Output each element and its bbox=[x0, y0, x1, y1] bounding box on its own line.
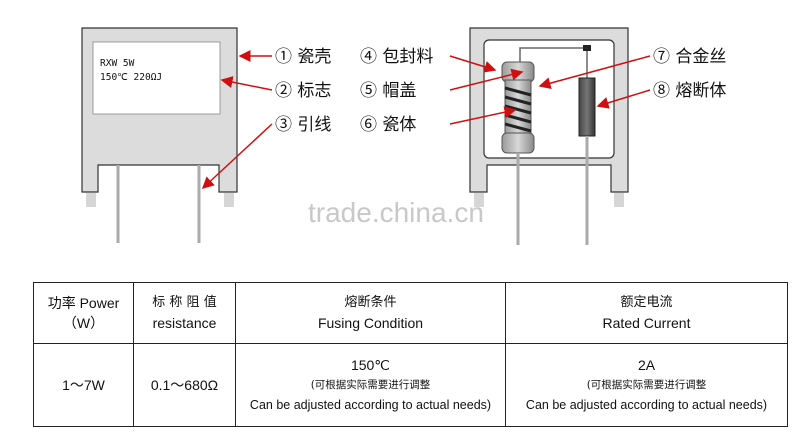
label-cap: ⑤ 帽盖 bbox=[360, 81, 416, 101]
cell-power: 1～7W bbox=[33, 343, 134, 427]
label-ceramic-body: ⑥ 瓷体 bbox=[360, 115, 416, 135]
label-fuse-body: ⑧ 熔断体 bbox=[653, 81, 726, 101]
table-row: 1～7W 0.1～680Ω 150℃ (可根据实际需要进行调整 Can be a… bbox=[33, 343, 788, 427]
resistor-diagram: RXW 5W 150℃ 220ΩJ bbox=[81, 27, 726, 245]
spec-table: 功率 Power （W） 标 称 阻 值 resistance 熔断条件 Fus… bbox=[33, 282, 788, 427]
header-power: 功率 Power （W） bbox=[33, 282, 134, 344]
header-resistance: 标 称 阻 值 resistance bbox=[133, 282, 236, 344]
cell-current: 2A (可根据实际需要进行调整 Can be adjusted accordin… bbox=[505, 343, 788, 427]
label-lead-wire: ③ 引线 bbox=[275, 115, 331, 135]
cell-fusing: 150℃ (可根据实际需要进行调整 Can be adjusted accord… bbox=[235, 343, 506, 427]
left-resistor: RXW 5W 150℃ 220ΩJ bbox=[81, 27, 238, 243]
marking-line2: 150℃ 220ΩJ bbox=[100, 72, 162, 83]
cell-resistance: 0.1～680Ω bbox=[133, 343, 236, 427]
label-marking: ② 标志 bbox=[275, 81, 331, 101]
marking-label bbox=[92, 41, 221, 115]
right-resistor-cutaway bbox=[469, 27, 629, 245]
label-alloy-wire: ⑦ 合金丝 bbox=[653, 47, 726, 67]
label-ceramic-shell: ① 瓷壳 bbox=[275, 47, 331, 67]
table-header-row: 功率 Power （W） 标 称 阻 值 resistance 熔断条件 Fus… bbox=[33, 282, 788, 344]
watermark: trade.china.cn bbox=[308, 197, 484, 228]
label-encapsulant: ④ 包封料 bbox=[360, 47, 433, 67]
pointer-arrows bbox=[201, 50, 651, 190]
header-fusing-condition: 熔断条件 Fusing Condition bbox=[235, 282, 506, 344]
header-rated-current: 额定电流 Rated Current bbox=[505, 282, 788, 344]
marking-line1: RXW 5W bbox=[100, 58, 135, 69]
